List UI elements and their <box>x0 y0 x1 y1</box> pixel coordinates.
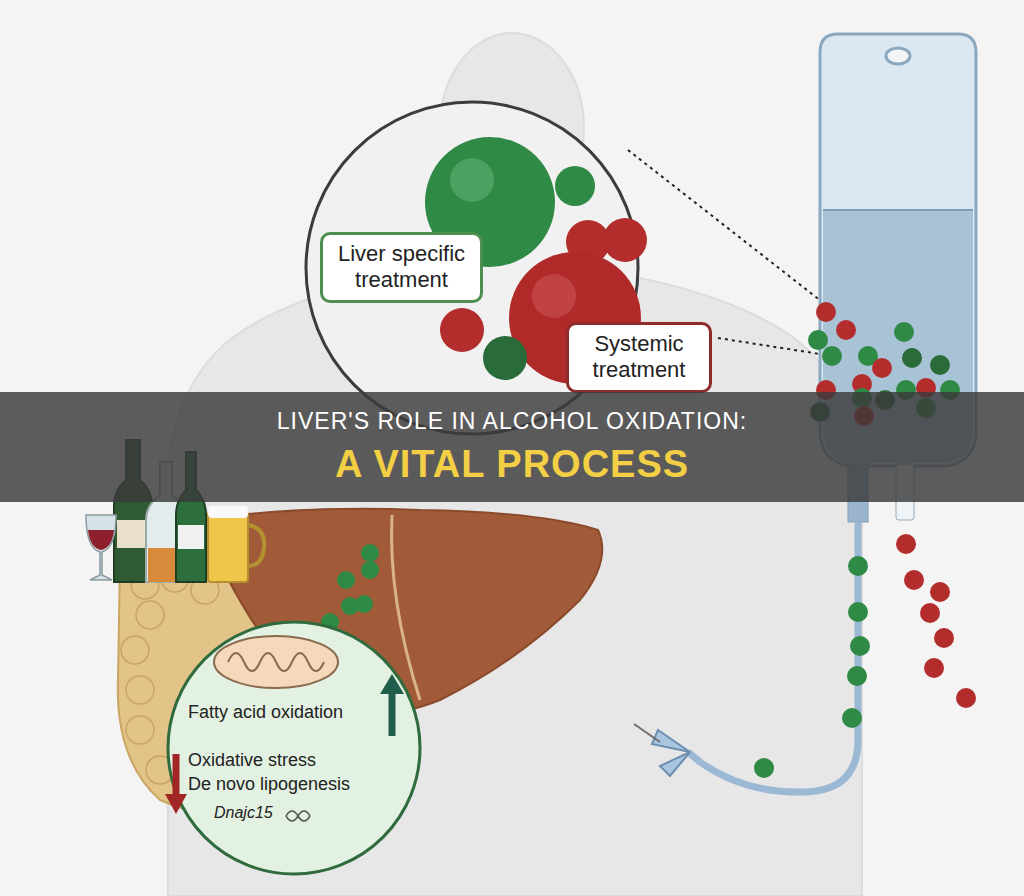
circle-outline <box>166 620 422 876</box>
scattered-red-dots <box>896 534 976 708</box>
treatment-box: Systemic treatment <box>566 322 712 393</box>
dna-squiggle <box>286 811 310 821</box>
green-sphere <box>483 336 527 380</box>
mitochondrion <box>214 636 338 688</box>
effect-label: De novo lipogenesis <box>188 774 350 795</box>
red-sphere <box>440 308 484 352</box>
increase-arrow <box>380 674 404 736</box>
red-sphere <box>603 218 647 262</box>
effect-label: Fatty acid oxidation <box>188 702 343 723</box>
decrease-arrow <box>165 754 187 814</box>
body-silhouette <box>168 212 862 896</box>
bag-line <box>823 209 973 211</box>
title-band: LIVER'S ROLE IN ALCOHOL OXIDATION: A VITA… <box>0 392 1024 502</box>
tube-dots <box>754 556 870 778</box>
effect-label: Oxidative stress <box>188 750 316 771</box>
title-line: LIVER'S ROLE IN ALCOHOL OXIDATION: <box>277 408 747 435</box>
mitochondria-circle: Fatty acid oxidationOxidative stress De n… <box>166 620 422 876</box>
red-sphere <box>532 274 576 318</box>
title-highlight: A VITAL PROCESS <box>335 443 689 486</box>
bag-hanger <box>886 48 910 64</box>
butterfly-needle <box>634 724 700 776</box>
iv-tube <box>700 522 858 792</box>
treatment-box: Liver specific treatment <box>320 232 483 303</box>
box-label: Liver specific treatment <box>333 241 470 294</box>
green-sphere <box>555 166 595 206</box>
box-label: Systemic treatment <box>579 331 699 384</box>
liver-dots <box>321 544 379 631</box>
gene-label: Dnajc15 <box>214 804 273 822</box>
green-sphere <box>450 158 494 202</box>
